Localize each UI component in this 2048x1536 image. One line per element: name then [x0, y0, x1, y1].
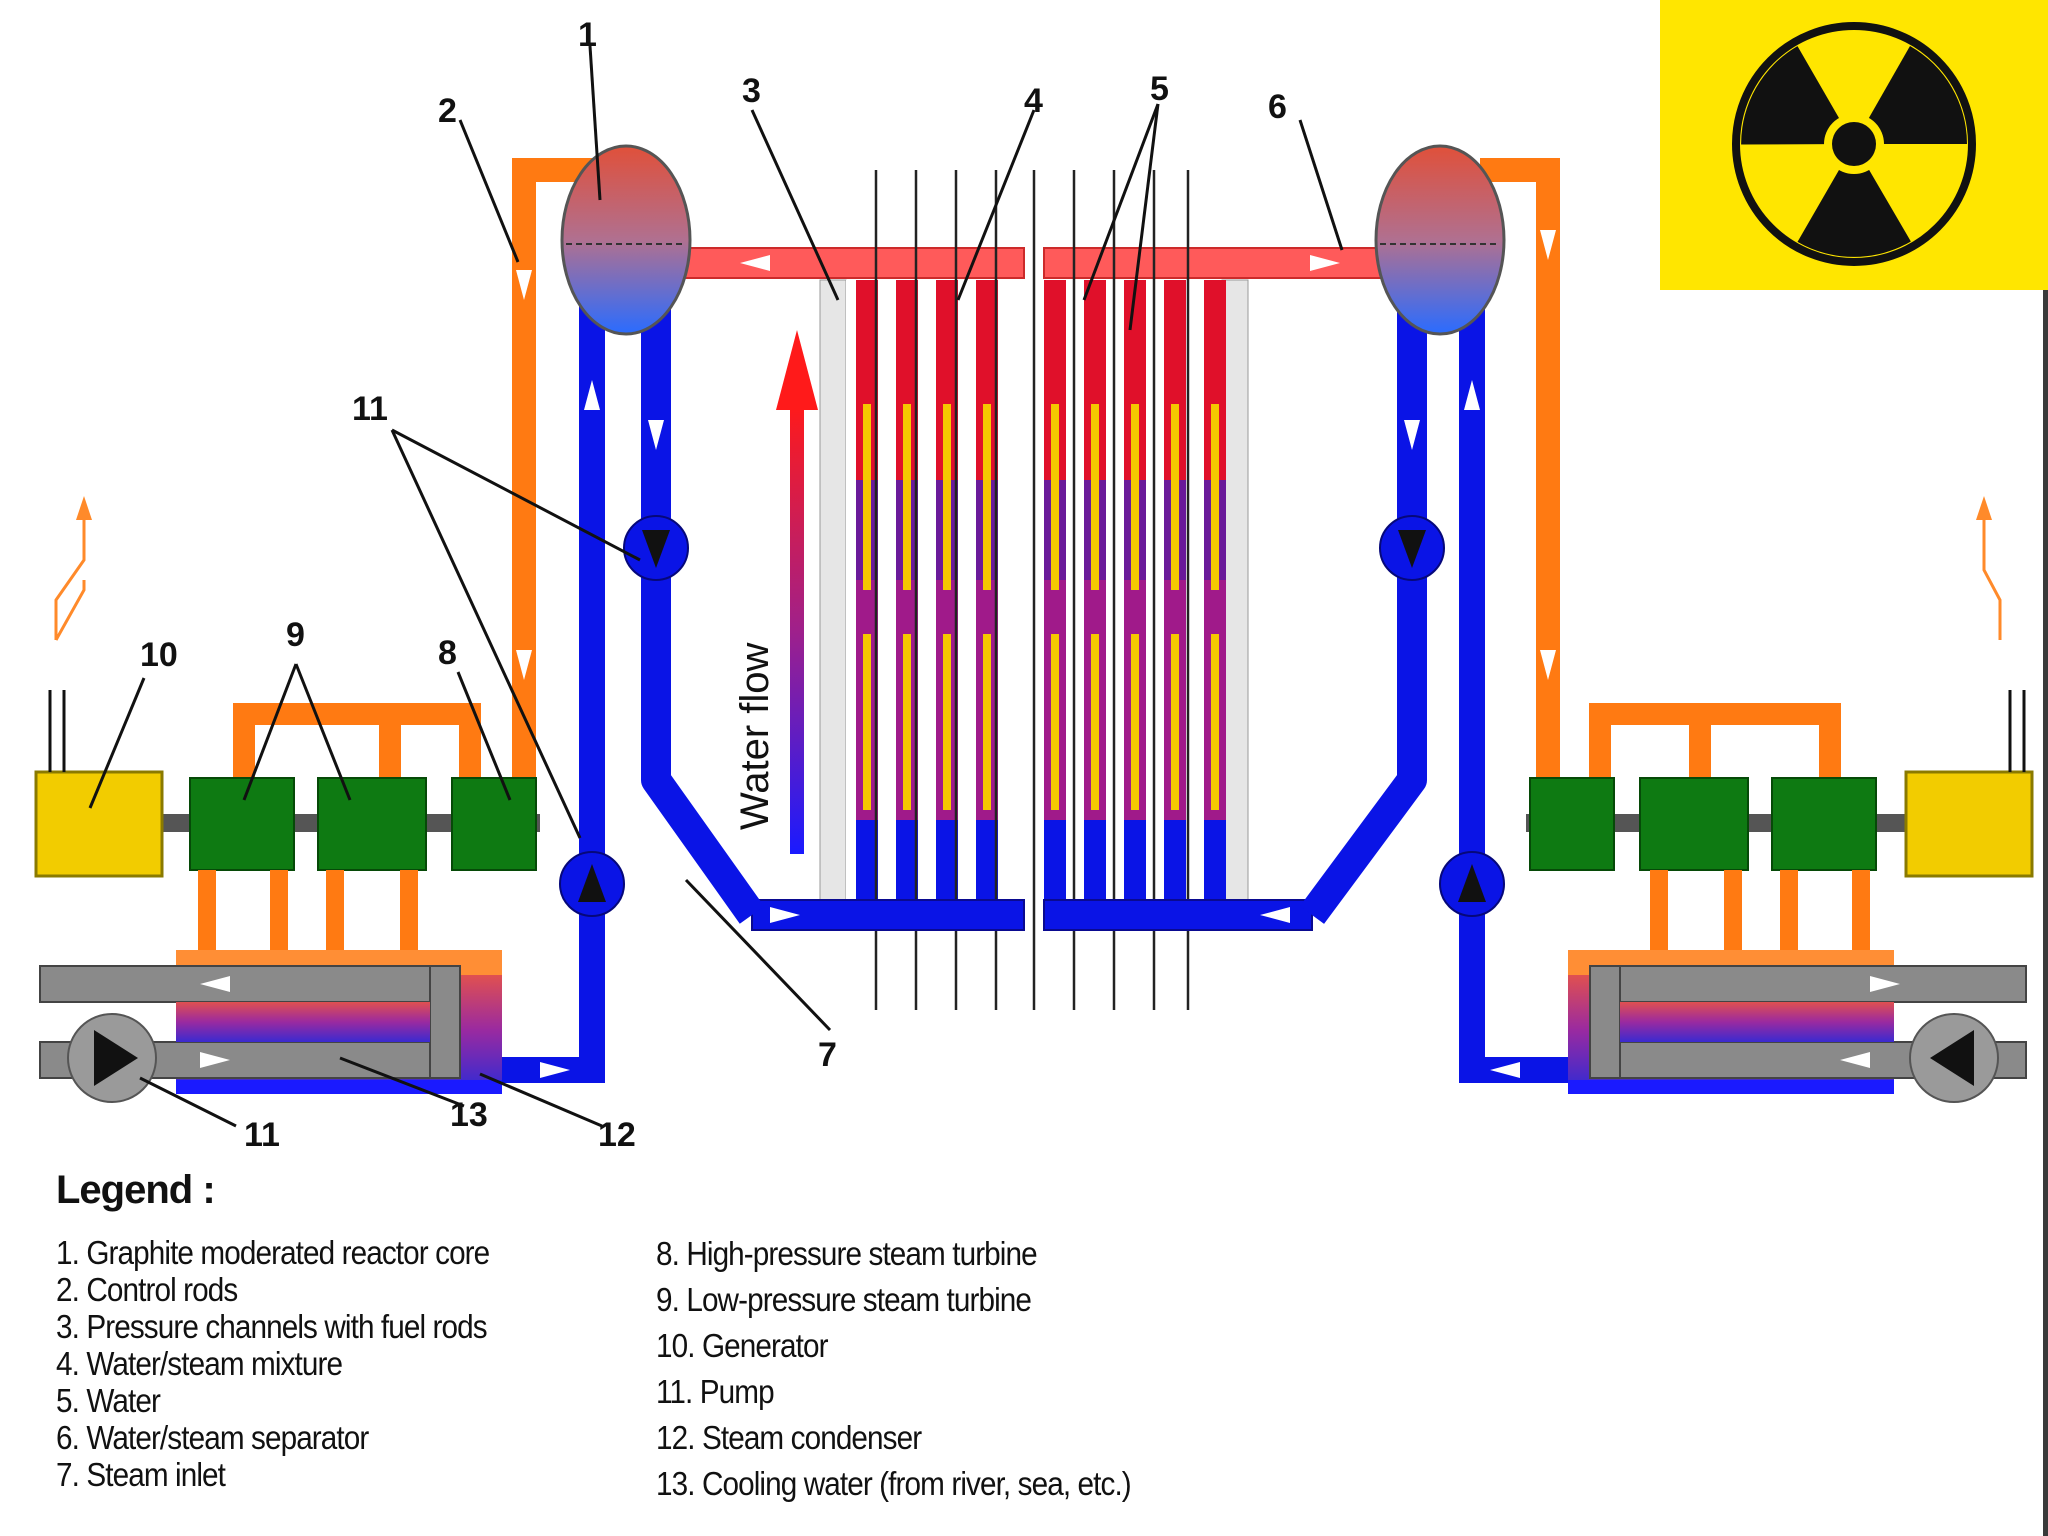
fuel-rod	[903, 634, 911, 810]
condenser-right	[1568, 950, 2027, 1094]
fuel-rod	[983, 634, 991, 810]
fuel-rod	[1051, 404, 1059, 590]
callout-3: 5	[1150, 70, 1169, 108]
pump-icon	[67, 1013, 1999, 1103]
fuel-rod	[1131, 634, 1139, 810]
radiation-hazard-icon	[1660, 0, 2048, 290]
legend-item: 12. Steam condenser	[656, 1419, 922, 1456]
steam-inlet-arrows	[516, 230, 1556, 680]
fuel-rod	[1091, 404, 1099, 590]
callout-leaders	[88, 45, 1344, 1128]
turbines-left	[189, 777, 537, 871]
electric-output-icon	[48, 496, 2026, 772]
fuel-rod	[863, 404, 871, 590]
legend-item: 3. Pressure channels with fuel rods	[56, 1308, 488, 1345]
pressure-channel	[1124, 280, 1146, 900]
callout-numbers: 1 2 3 4 5 6 7 8 9 10 11 11 12 13	[140, 16, 1287, 1154]
water-arrows	[540, 380, 1520, 1078]
fuel-rod	[1211, 634, 1219, 810]
water-flow-arrow	[776, 330, 818, 854]
separator-right	[1374, 144, 1506, 336]
legend-item: 4. Water/steam mixture	[56, 1345, 343, 1382]
fuel-rod	[1171, 404, 1179, 590]
exhaust-right	[1650, 870, 1870, 950]
legend-item: 6. Water/steam separator	[56, 1419, 369, 1456]
low-pressure-turbine-1	[189, 777, 295, 871]
generator-right	[1904, 770, 2034, 878]
legend-item: 1. Graphite moderated reactor core	[56, 1234, 490, 1271]
legend-item: 2. Control rods	[56, 1271, 238, 1308]
high-pressure-turbine-right	[1529, 777, 1615, 871]
pressure-channel	[936, 280, 958, 900]
separator-left	[560, 144, 692, 336]
fuel-rod	[1211, 404, 1219, 590]
callout-11-upper: 11	[352, 390, 388, 428]
fuel-rod	[1051, 634, 1059, 810]
fuel-rod	[943, 404, 951, 590]
fuel-rod	[1171, 634, 1179, 810]
turbines-right	[1529, 777, 1877, 871]
legend-item: 8. High-pressure steam turbine	[656, 1235, 1038, 1272]
legend-item: 13. Cooling water (from river, sea, etc.…	[656, 1465, 1132, 1502]
legend-item: 9. Low-pressure steam turbine	[656, 1281, 1032, 1318]
fuel-rod	[943, 634, 951, 810]
callout-4: 6	[1268, 88, 1287, 126]
exhaust-left	[198, 870, 418, 950]
fuel-rod	[983, 404, 991, 590]
callout-13: 13	[450, 1096, 488, 1134]
legend-item: 7. Steam inlet	[56, 1456, 226, 1493]
high-pressure-turbine-left	[451, 777, 537, 871]
callout-6: 1	[578, 16, 597, 54]
legend-column-1: 1. Graphite moderated reactor core 2. Co…	[56, 1234, 490, 1493]
callout-10: 10	[140, 636, 178, 674]
callout-9: 9	[286, 616, 305, 654]
pressure-channel	[896, 280, 918, 900]
low-pressure-turbine-2	[317, 777, 427, 871]
feedwater-left	[502, 300, 605, 1083]
pressure-channel	[1044, 280, 1066, 900]
legend-item: 5. Water	[56, 1382, 161, 1419]
condenser-arrows	[200, 976, 1900, 1068]
callout-12: 12	[598, 1116, 636, 1154]
condenser-left	[39, 950, 502, 1094]
callout-5: 7	[818, 1036, 837, 1074]
pressure-channels	[856, 280, 1226, 900]
steam-inlet-left	[512, 158, 600, 790]
fuel-rod	[1091, 634, 1099, 810]
callout-11-lower: 11	[244, 1116, 280, 1154]
pressure-channel	[1164, 280, 1186, 900]
legend-title: Legend :	[56, 1168, 216, 1212]
window-edge	[2043, 290, 2048, 1536]
low-pressure-turbine-3	[1639, 777, 1749, 871]
fuel-rod	[1131, 404, 1139, 590]
pressure-channel	[1204, 280, 1226, 900]
callout-1: 3	[742, 72, 761, 110]
fuel-rod	[903, 404, 911, 590]
callout-8: 8	[438, 634, 457, 672]
mixture-arrows	[740, 255, 1340, 271]
water-flow-label: Water flow	[733, 642, 777, 830]
downcomer-right	[1299, 300, 1427, 924]
fuel-rod	[863, 634, 871, 810]
legend-item: 10. Generator	[656, 1327, 828, 1364]
downcomer-left	[641, 300, 765, 924]
pressure-channel	[976, 280, 998, 900]
steam-inlet-right	[1480, 158, 1560, 790]
feedwater-right	[1459, 300, 1568, 1083]
legend: Legend : 1. Graphite moderated reactor c…	[56, 1168, 1456, 1508]
legend-column-2: 8. High-pressure steam turbine 9. Low-pr…	[656, 1231, 1132, 1507]
legend-item: 11. Pump	[656, 1373, 775, 1410]
pressure-channel	[1084, 280, 1106, 900]
callout-2: 4	[1024, 82, 1043, 120]
pressure-channel	[856, 280, 878, 900]
callout-7: 2	[438, 92, 457, 130]
low-pressure-turbine-4	[1771, 777, 1877, 871]
main-circulation-pumps	[559, 515, 1505, 917]
control-rods	[874, 170, 1190, 1010]
